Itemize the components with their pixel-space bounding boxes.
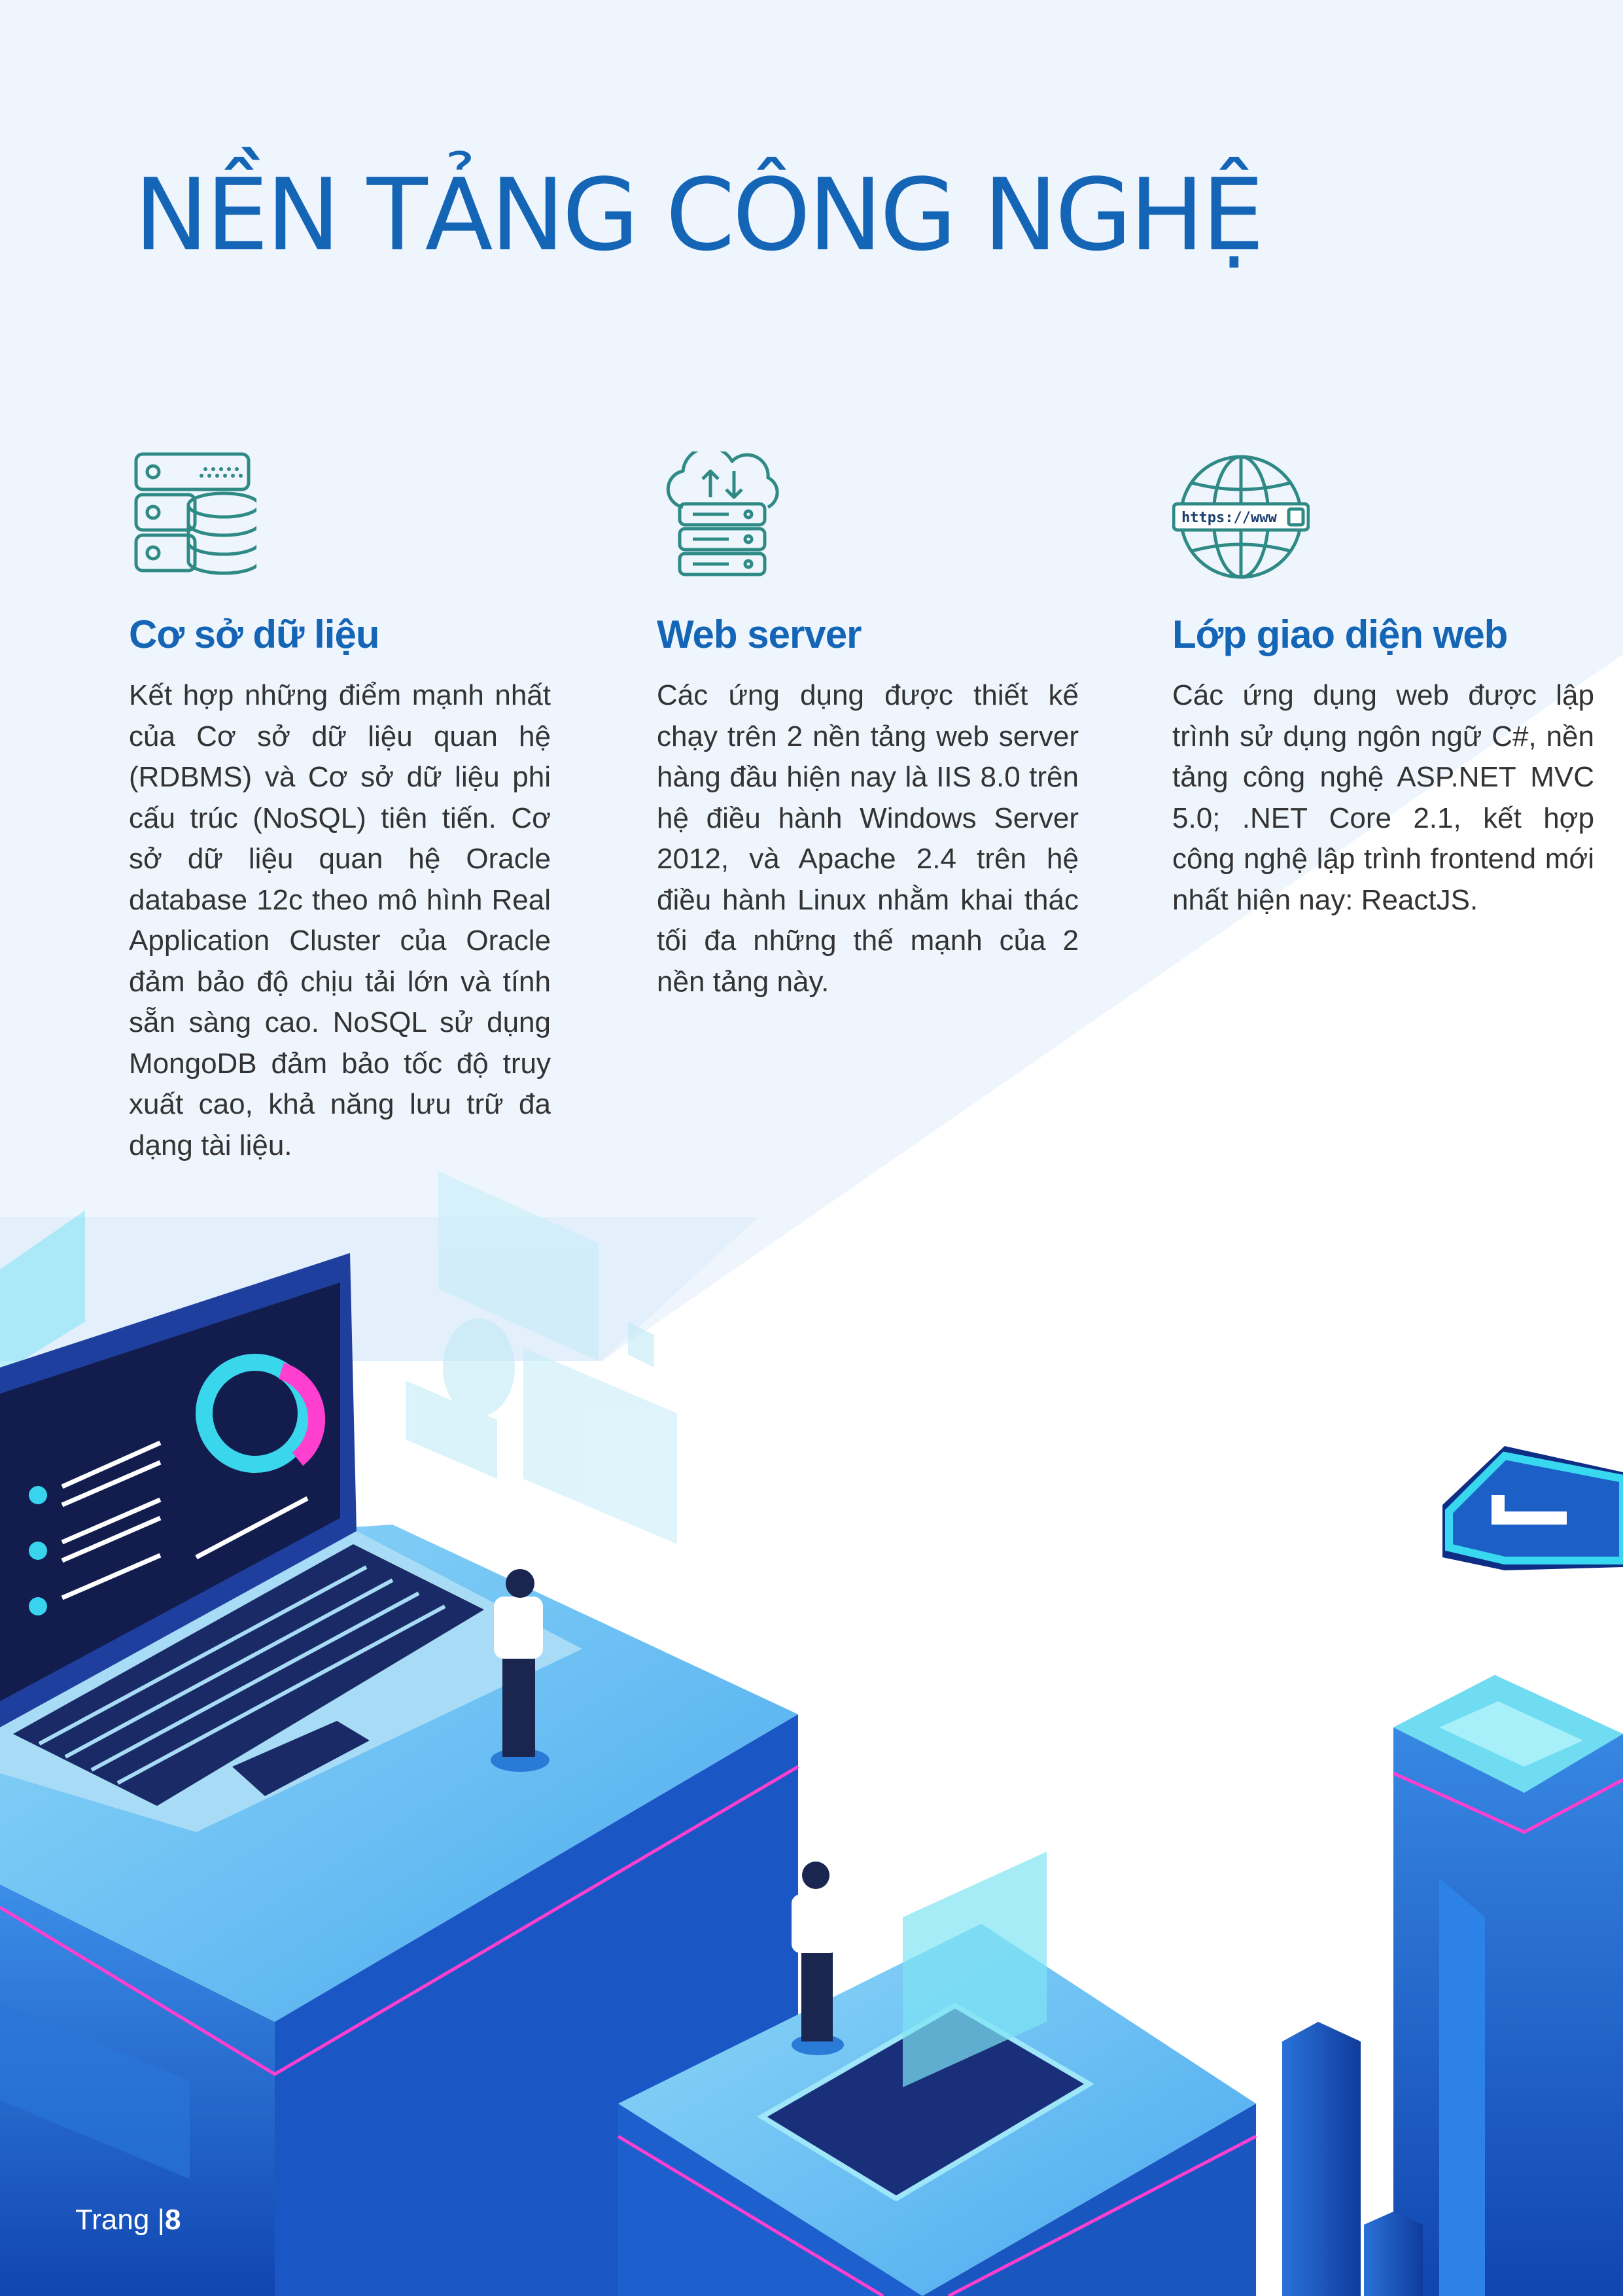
page-title: NỀN TẢNG CÔNG NGHỆ — [134, 157, 1265, 273]
feature-web-server: Web server Các ứng dụng được thiết kế ch… — [657, 451, 1079, 1002]
footer-separator: | — [157, 2204, 165, 2236]
web-server-description: Các ứng dụng được thiết kế chạy trên 2 n… — [657, 679, 1079, 998]
globe-www-icon: https://www — [1172, 455, 1310, 579]
feature-database: Cơ sở dữ liệu Kết hợp những điểm mạnh nh… — [129, 451, 551, 1166]
database-description: Kết hợp những điểm mạnh nhất của Cơ sở d… — [129, 679, 551, 1161]
feature-web-ui: https://www Lớp giao diện web Các ứng dụ… — [1172, 451, 1594, 921]
database-heading: Cơ sở dữ liệu — [129, 612, 379, 656]
web-ui-description: Các ứng dụng web được lập trình sử dụng … — [1172, 679, 1594, 916]
web-server-heading: Web server — [657, 612, 862, 656]
footer-label: Trang — [75, 2204, 150, 2236]
phone-block — [617, 1852, 1257, 2296]
tower-buildings — [1282, 1446, 1623, 2296]
cloud-server-icon — [666, 451, 779, 576]
url-label: https://www — [1181, 510, 1277, 526]
database-server-icon — [134, 452, 256, 575]
person-figures — [491, 1569, 844, 2055]
floating-panels — [0, 1171, 677, 1544]
page-number: 8 — [164, 2204, 181, 2236]
web-ui-heading: Lớp giao diện web — [1172, 612, 1508, 656]
page-footer: Trang |8 — [75, 2204, 181, 2236]
